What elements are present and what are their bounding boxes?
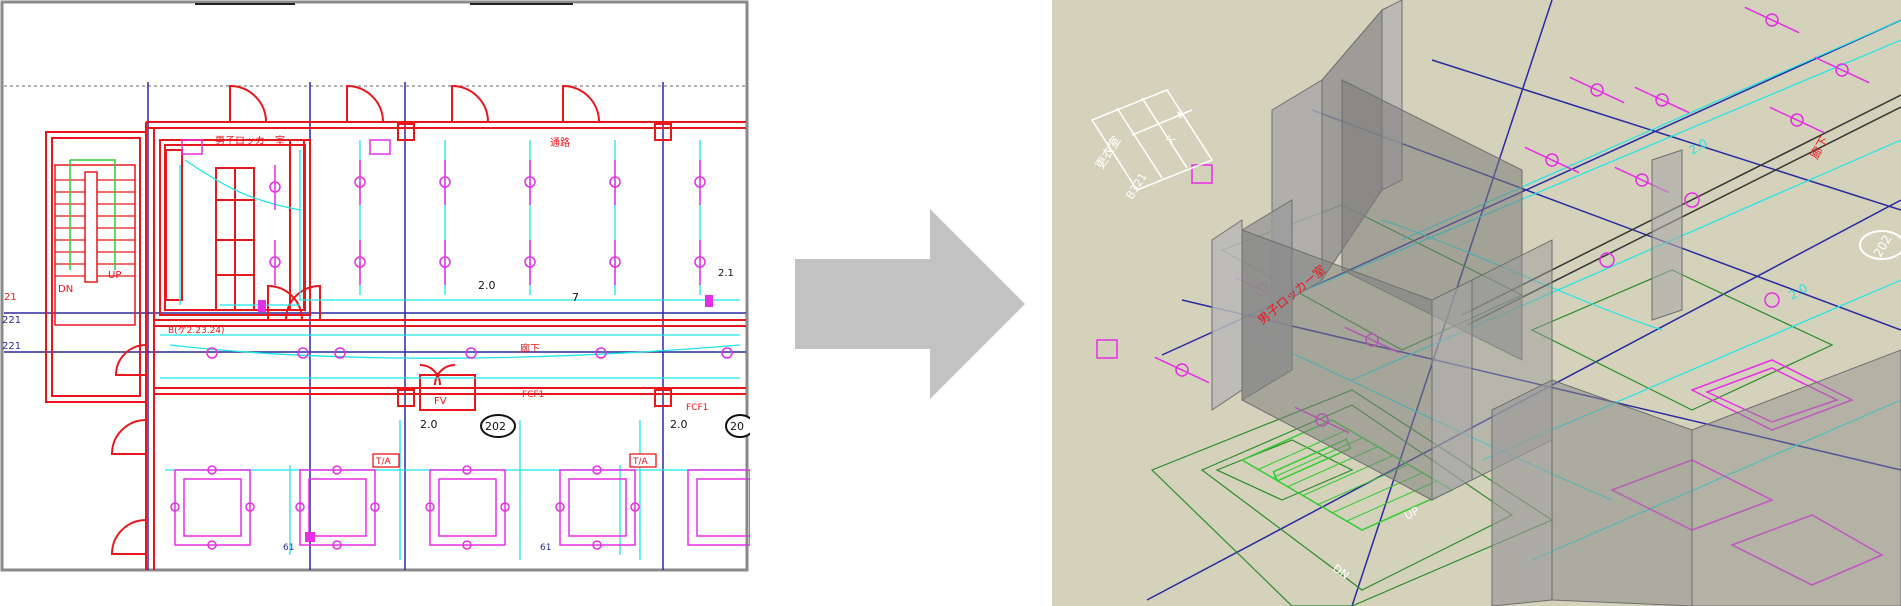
stair-label-dn: DN [58,284,73,295]
walls-3d [1211,0,1901,606]
dimension-label: 2.0 [670,418,688,431]
edge-label: 221 [2,315,21,326]
walls [45,121,746,570]
panel-note: B(ケ2.23.24) [168,325,225,336]
edge-label: 21 [4,292,17,303]
dimension-label: 2.0 [420,418,438,431]
room-number-bubble: 202 20 [480,414,750,438]
transform-arrow [795,209,1025,399]
dimension-label: 2.0 [478,279,496,292]
room-title-table [1090,89,1214,191]
cad-floor-plan: DN UP [0,0,750,572]
stairs: DN UP [54,159,136,326]
circuit-label: FCF1 [686,403,708,413]
circuit-label: FCF1 [522,390,544,400]
fan-coil-units [170,465,750,550]
room-number: 202 [485,420,506,433]
light-fixtures [181,139,733,359]
dimension-label: 7 [572,291,579,304]
fixture-label: FV [434,396,447,407]
dimension-label: 2.1 [718,268,734,279]
edge-label: 61 [540,543,551,553]
arrow-shape [795,209,1025,399]
doors [110,84,600,555]
room-label-corridor: 廊下 [520,342,540,355]
edge-label: 61 [283,543,294,553]
bim-3d-view: UP DN [1052,0,1901,606]
tag-boxes: T/A T/A [372,453,657,468]
edge-label: 221 [2,341,21,352]
plan-labels: 男子ロッカー室 通路 廊下 2.0 7 2.0 2.0 2.1 FV FCF1 … [2,134,734,553]
stair-label-up: UP [1402,504,1421,523]
room-label-passage: 通路 [550,136,570,149]
room-label-locker: 男子ロッカー室 [215,134,285,147]
tag-label: T/A [632,457,649,467]
stair-label-up: UP [108,270,121,281]
room-number-partial: 20 [730,420,744,433]
tag-label: T/A [375,457,392,467]
